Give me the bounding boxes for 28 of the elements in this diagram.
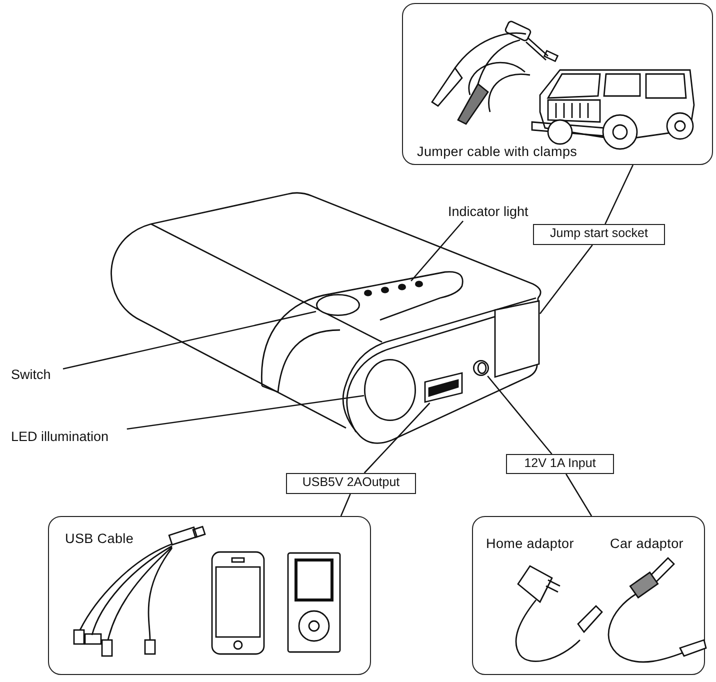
accessory-panel [402, 3, 713, 165]
jump-start-socket [494, 300, 540, 378]
callout-label: USB5V 2AOutput [286, 473, 416, 494]
panel-caption: Home adaptor [486, 536, 574, 551]
callout-text: Switch [11, 367, 51, 383]
callout-text: LED illumination [11, 429, 109, 445]
dc-input-jack [473, 360, 489, 376]
indicator-light-dots [364, 280, 423, 296]
callout-text: Indicator light [448, 204, 528, 220]
connector-line [604, 164, 634, 224]
leader-line [126, 395, 364, 430]
callout-label: 12V 1A Input [506, 454, 614, 474]
leader-line [539, 244, 593, 314]
accessory-panel [48, 516, 371, 675]
accessory-panel [472, 516, 705, 675]
panel-caption: USB Cable [65, 531, 134, 546]
panel-caption: Jumper cable with clamps [417, 144, 578, 159]
leader-line [364, 402, 430, 474]
led-lamp [364, 359, 416, 421]
leader-line [410, 220, 464, 282]
panel-caption: Car adaptor [610, 536, 684, 551]
callout-label: Jump start socket [533, 224, 665, 245]
switch-button [316, 294, 360, 316]
connector-line [566, 474, 592, 516]
usb-port [424, 372, 463, 403]
connector-line [340, 494, 351, 516]
leader-line [487, 376, 552, 454]
leader-line [62, 310, 316, 370]
